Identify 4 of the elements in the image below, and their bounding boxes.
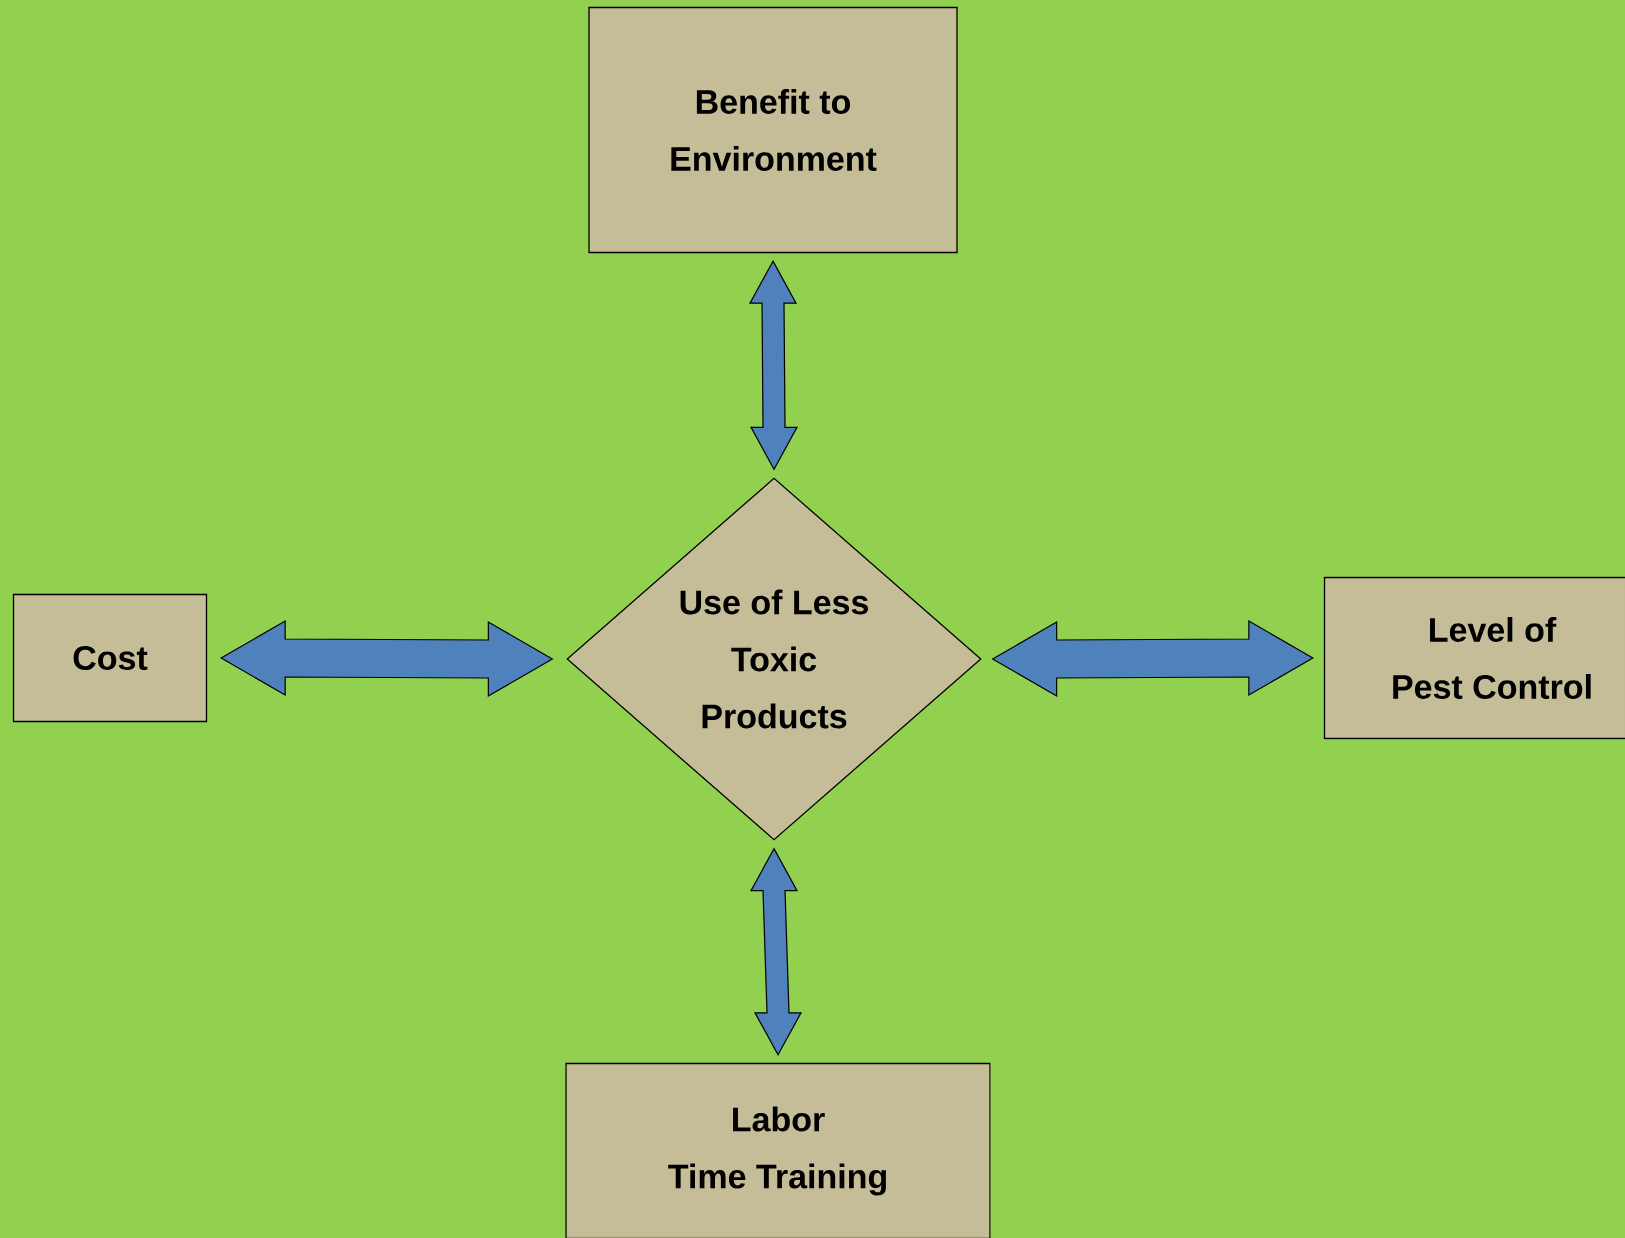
process-box: Benefit to Environment bbox=[588, 6, 958, 254]
process-box: Labor Time Training bbox=[565, 1062, 991, 1238]
process-box: Cost bbox=[12, 593, 208, 723]
process-box: Level of Pest Control bbox=[1323, 576, 1625, 740]
